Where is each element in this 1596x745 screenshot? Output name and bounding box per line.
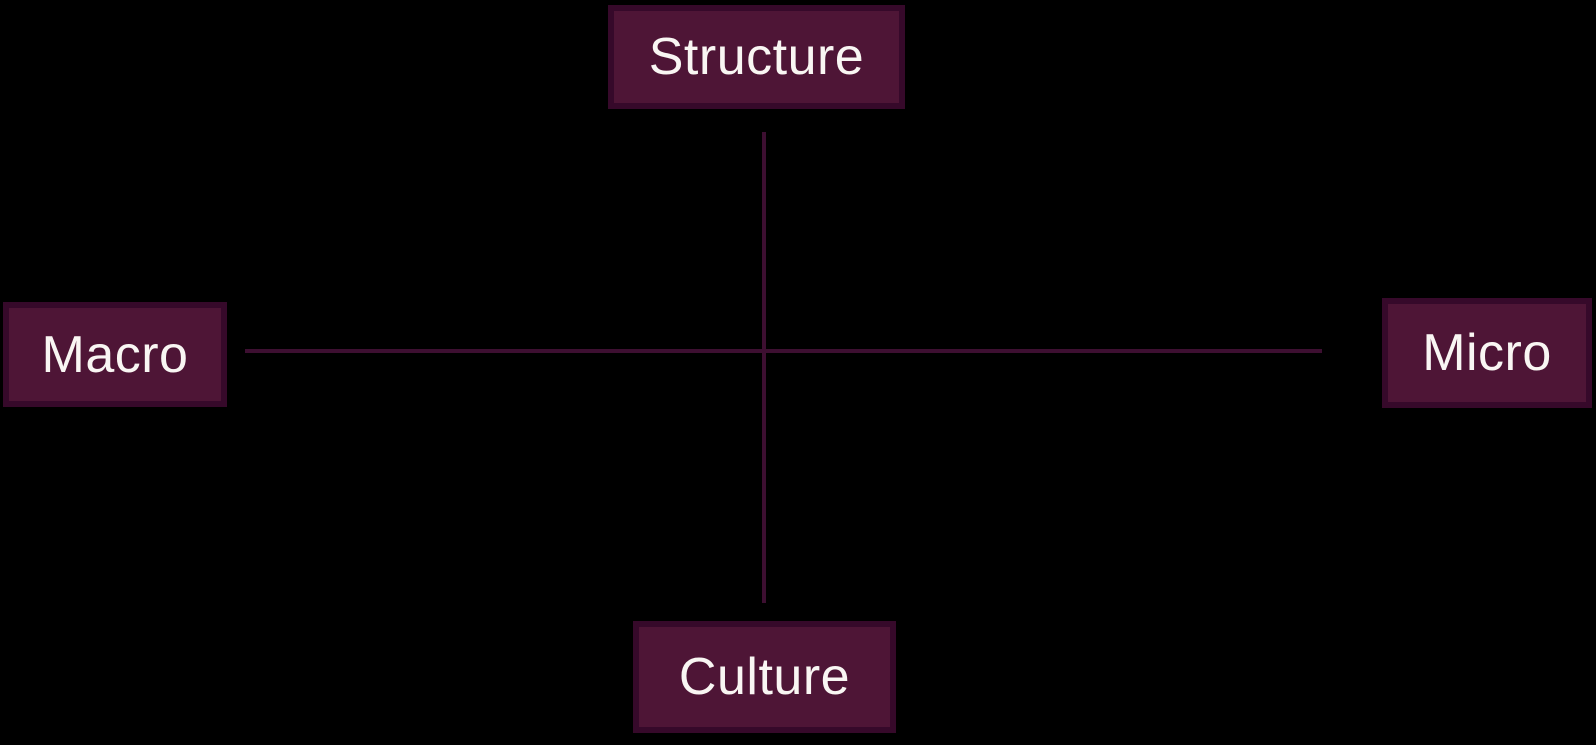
node-structure: Structure [608,5,905,109]
horizontal-axis-line [245,349,1322,353]
node-culture-label: Culture [678,648,851,706]
node-micro-label: Micro [1422,324,1552,382]
node-macro-label: Macro [41,325,189,384]
node-structure-label: Structure [648,28,865,86]
node-macro: Macro [3,302,227,407]
vertical-axis-line [762,132,766,603]
node-micro: Micro [1382,298,1592,408]
node-culture: Culture [633,621,896,733]
